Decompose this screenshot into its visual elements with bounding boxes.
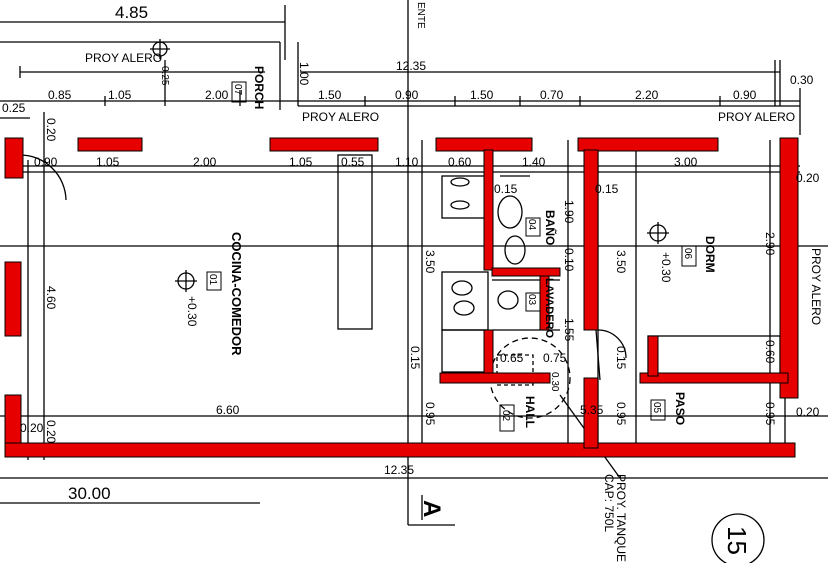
inner-row-6: 0.60	[448, 155, 472, 169]
misc-labels: PROY. TANQUE CAP: 750L ENTE A 15	[415, 2, 752, 562]
dim-row-1: 1.05	[108, 88, 132, 102]
sheet-number: 15	[722, 526, 752, 555]
dim-025-left: 0.25	[2, 101, 26, 115]
wall-top-4	[577, 137, 719, 152]
wall-dorm-post	[647, 335, 659, 377]
room-03-num: 03	[526, 294, 537, 306]
inner-row-5: 1.10	[395, 155, 419, 169]
room-01-name: COCINA-COMEDOR	[229, 232, 244, 356]
inner-dimensions: 0.20 0.90 1.05 2.00 1.05 0.55 1.10 0.60 …	[20, 118, 823, 503]
room-05-name: PASO	[673, 392, 687, 425]
dim-row-4: 0.90	[395, 88, 419, 102]
ente-label: ENTE	[415, 2, 426, 29]
wall-bath-mid	[491, 267, 561, 277]
wall-top-2	[269, 137, 379, 152]
dim-075: 0.75	[543, 351, 567, 365]
dim-535: 5.35	[580, 403, 604, 417]
dim-1235-bottom: 12.35	[384, 463, 414, 477]
dim-190: 1.90	[562, 200, 576, 224]
dim-row-2: 2.00	[205, 88, 229, 102]
room-labels: COCINA-COMEDOR 01 +0.30 BAÑO 04 LAVADERO…	[185, 66, 717, 432]
wall-top-right	[779, 137, 799, 399]
tanque-label: PROY. TANQUE	[614, 474, 628, 562]
room-04-name: BAÑO	[543, 210, 558, 245]
room-04-num: 04	[526, 219, 537, 231]
dim-100: 1.00	[297, 62, 311, 86]
dim-095-c: 0.95	[763, 402, 777, 426]
proy-alero-top: PROY ALERO	[85, 51, 162, 65]
room-06-level: +0.30	[659, 252, 673, 283]
wall-left-mid	[4, 261, 22, 337]
dim-020-bottom-a: 0.20	[20, 421, 44, 435]
inner-row-0: 0.90	[34, 155, 58, 169]
dim-030-right: 0.30	[790, 73, 814, 87]
inner-row-4: 0.55	[341, 155, 365, 169]
room-02-num: 02	[500, 410, 511, 422]
room-05-num: 05	[651, 402, 662, 414]
tanque-cap: CAP: 750L	[602, 474, 616, 532]
room-07-name: PORCH	[252, 66, 266, 109]
dim-290: 2.90	[763, 232, 777, 256]
inner-row-3: 1.05	[289, 155, 313, 169]
inner-row-8: 3.00	[674, 155, 698, 169]
dim-row-5: 1.50	[470, 88, 494, 102]
dim-460: 4.60	[44, 286, 58, 310]
section-mark: A	[418, 500, 445, 517]
wall-top-3	[435, 137, 533, 152]
wall-div-lower	[583, 377, 599, 449]
dim-015-b: 0.15	[595, 182, 619, 196]
dim-060: 0.60	[763, 340, 777, 364]
dim-row-8: 0.90	[733, 88, 757, 102]
dim-095-a: 0.95	[423, 402, 437, 426]
room-07-num: 07	[232, 84, 243, 96]
dim-020-right2: 0.20	[796, 405, 820, 419]
room-02-name: HALL	[523, 396, 537, 428]
room-01-num: 01	[207, 274, 218, 286]
dim-030: 0.30	[549, 372, 560, 392]
dim-155: 1.55	[562, 318, 576, 342]
dim-010: 0.10	[562, 248, 576, 272]
dim-065: 0.65	[500, 351, 524, 365]
dim-row-0: 0.85	[48, 88, 72, 102]
dim-095-b: 0.95	[614, 402, 628, 426]
inner-row-1: 1.05	[96, 155, 120, 169]
wall-hall-bottom	[439, 372, 551, 384]
proy-alero-right: PROY ALERO	[718, 110, 795, 124]
dim-350-a: 3.50	[423, 250, 437, 274]
dim-020-bottom-b: 0.20	[44, 420, 58, 444]
dim-total-top: 4.85	[115, 3, 148, 22]
wall-dorm-low	[639, 372, 789, 384]
dim-row-3: 1.50	[318, 88, 342, 102]
room-01-level: +0.30	[185, 296, 199, 327]
dim-015-d: 0.15	[614, 346, 628, 370]
proy-alero-mid: PROY ALERO	[302, 110, 379, 124]
dim-660: 6.60	[216, 403, 240, 417]
wall-top-left-a	[4, 137, 24, 179]
top-dimensions: 4.85 PROY ALERO 12.35 0.30 0.25 0.85 1.0…	[2, 3, 814, 124]
dim-025-small: 0.25	[159, 66, 170, 86]
dim-020-left: 0.20	[44, 118, 58, 142]
wall-bottom	[4, 442, 796, 458]
dim-1235-top: 12.35	[396, 59, 426, 73]
inner-row-7: 1.40	[522, 155, 546, 169]
dim-015-c: 0.15	[408, 346, 422, 370]
dim-row-6: 0.70	[540, 88, 564, 102]
room-06-num: 06	[682, 248, 693, 260]
dim-020-right: 0.20	[796, 171, 820, 185]
wall-div-vert	[583, 149, 599, 331]
dim-row-7: 2.20	[635, 88, 659, 102]
walls	[4, 137, 799, 458]
room-06-name: DORM	[703, 236, 717, 273]
wall-bath-left	[483, 149, 494, 271]
wall-top-1	[77, 137, 143, 152]
dim-015-a: 0.15	[494, 182, 518, 196]
room-03-name: LAVADERO	[543, 278, 555, 339]
proy-alero-side: PROY ALERO	[809, 248, 823, 325]
dim-350-b: 3.50	[614, 250, 628, 274]
inner-row-2: 2.00	[193, 155, 217, 169]
dim-3000: 30.00	[68, 484, 111, 503]
